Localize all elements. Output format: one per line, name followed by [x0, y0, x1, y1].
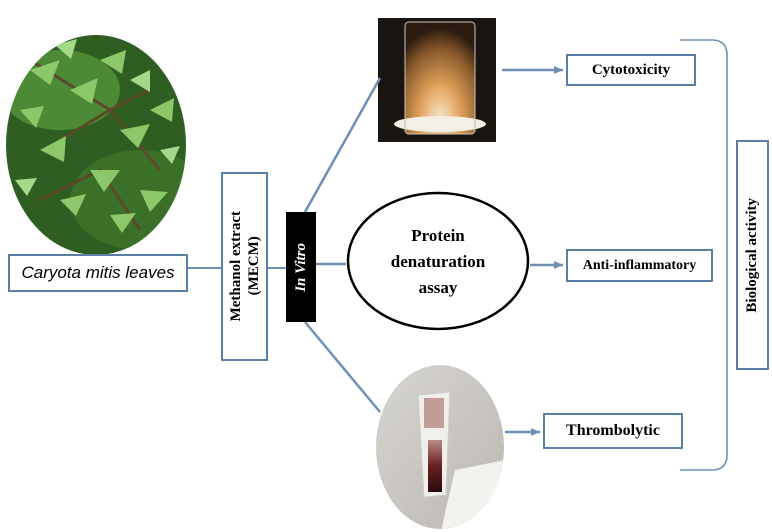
connector-to-tube	[304, 321, 381, 413]
clot-tube-photo	[376, 365, 504, 529]
palm-leaves-photo	[6, 35, 186, 255]
connector-to-beaker	[303, 77, 382, 213]
thrombolytic-box: Thrombolytic	[543, 413, 683, 449]
anti-inflammatory-label: Anti-inflammatory	[582, 257, 697, 273]
extract-label: Methanol extract	[227, 211, 244, 322]
category-box: Biological activity	[736, 140, 769, 370]
extract-abbrev: (MECM)	[245, 236, 262, 297]
thrombolytic-label: Thrombolytic	[566, 422, 660, 439]
activity-bracket	[680, 39, 728, 471]
source-label: Caryota mitis leaves	[21, 263, 175, 282]
cytotoxicity-box: Cytotoxicity	[566, 54, 696, 86]
anti-inflammatory-box: Anti-inflammatory	[566, 249, 713, 282]
assay-label: Protein denaturation assay	[390, 226, 486, 297]
method-box: In Vitro	[286, 212, 316, 322]
method-label: In Vitro	[292, 242, 309, 292]
assay-ellipse	[346, 191, 530, 331]
source-label-box: Caryota mitis leaves	[8, 254, 188, 292]
category-label: Biological activity	[744, 197, 760, 313]
cytotoxicity-label: Cytotoxicity	[591, 61, 671, 78]
beaker-cytotoxicity-photo	[378, 18, 496, 142]
extract-box: Methanol extract (MECM)	[221, 172, 268, 361]
